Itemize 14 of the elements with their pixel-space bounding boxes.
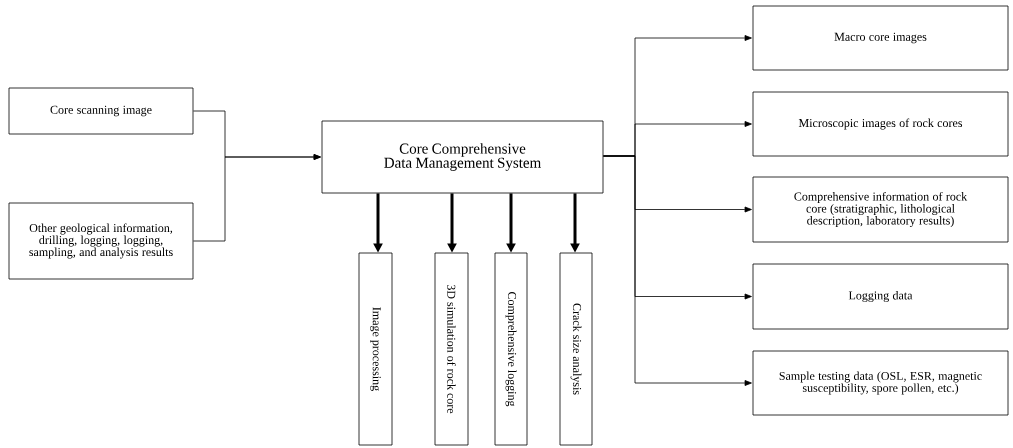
output-box: Macro core images <box>752 5 1009 71</box>
function-box: 3D simulation of rock core <box>434 252 469 446</box>
output-box: Sample testing data (OSL, ESR, magnetic susceptibility, spore pollen, etc.) <box>752 350 1009 416</box>
function-box: Comprehensive logging <box>494 252 528 446</box>
output-box: Comprehensive information of rock core (stratigraphic, lithological description, laboratory results) <box>752 176 1009 243</box>
arrow <box>603 155 752 386</box>
function-box: Crack size analysis <box>559 252 593 446</box>
function-box: Image processing <box>358 252 393 446</box>
output-box: Logging data <box>752 263 1009 330</box>
system-box: Core Comprehensive Data Management System <box>321 120 604 194</box>
output-box: Microscopic images of rock cores <box>752 91 1009 157</box>
arrow <box>193 154 321 242</box>
input-box: Other geological information, drilling, logging, logging, sampling, and analysis results <box>8 202 194 280</box>
input-box: Core scanning image <box>8 87 194 135</box>
